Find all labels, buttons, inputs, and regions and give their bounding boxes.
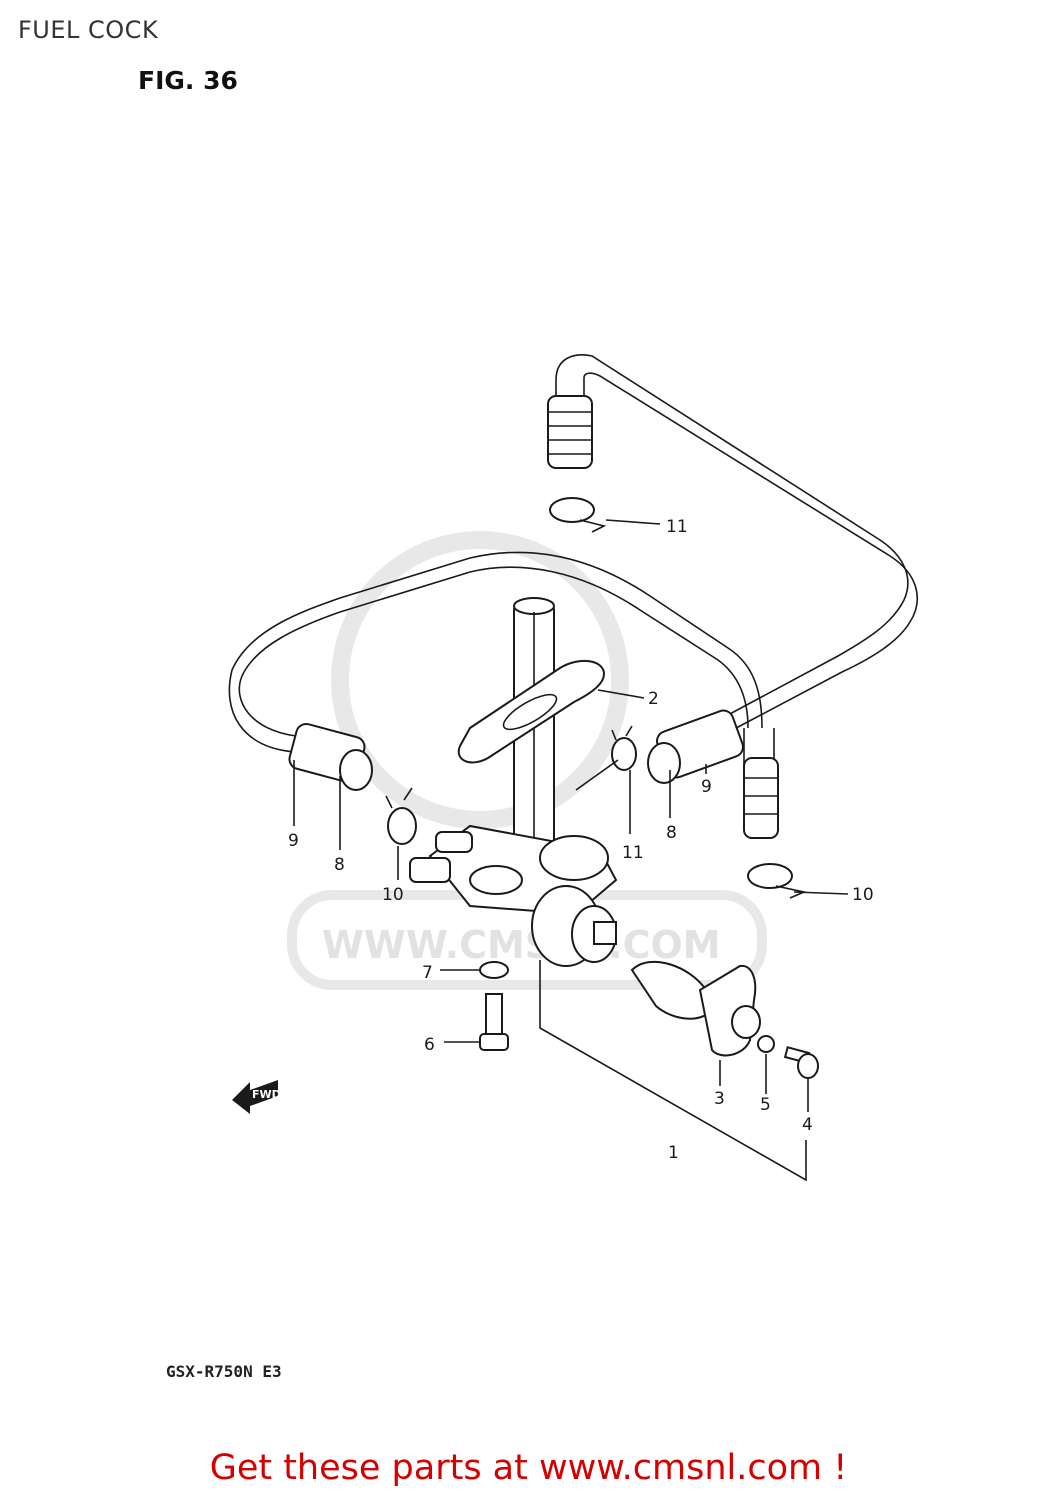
- callout-5: 5: [760, 1095, 771, 1115]
- hose-fitting-right: [647, 709, 744, 784]
- fuel-strainer: [513, 597, 555, 875]
- forward-arrow: FWD: [232, 1080, 281, 1114]
- gasket: [457, 659, 606, 764]
- lever-screw: [783, 1046, 819, 1079]
- page-title: FUEL COCK: [18, 16, 159, 44]
- hose-left: [228, 551, 763, 753]
- callout-2: 2: [648, 689, 659, 709]
- callout-7: 7: [422, 963, 433, 983]
- callout-1: 1: [668, 1143, 679, 1163]
- callout-3: 3: [714, 1089, 725, 1109]
- leader-lines: [293, 519, 849, 1182]
- callout-10-left: 10: [382, 885, 404, 905]
- hose-clip-mid: [611, 725, 637, 771]
- callout-8-right: 8: [666, 823, 677, 843]
- model-code: GSX-R750N E3: [166, 1362, 282, 1381]
- valve-lever: [630, 960, 761, 1057]
- hose-clip-right: [747, 863, 807, 899]
- bolt: [479, 993, 509, 1051]
- callout-8-left: 8: [334, 855, 345, 875]
- hose-fitting-top: [547, 395, 593, 469]
- lever-washer: [757, 1035, 775, 1053]
- exploded-parts-diagram: WWW.CMSNL.COM: [228, 354, 918, 1182]
- callout-11-top: 11: [666, 517, 688, 537]
- figure-label: FIG. 36: [138, 66, 238, 95]
- callout-4: 4: [802, 1115, 813, 1135]
- valve-lever-housing: [531, 885, 617, 967]
- callout-9-left: 9: [288, 831, 299, 851]
- callout-11-mid: 11: [622, 843, 644, 863]
- watermark: WWW.CMSNL.COM: [287, 531, 767, 990]
- callout-9-right: 9: [701, 777, 712, 797]
- watermark-text: WWW.CMSNL.COM: [322, 923, 721, 967]
- hose-fitting-lower-right: [743, 757, 779, 839]
- callout-10-right: 10: [852, 885, 874, 905]
- washer: [479, 961, 509, 979]
- hose-clip-top: [549, 497, 607, 533]
- forward-arrow-label: FWD: [252, 1088, 281, 1101]
- callout-6: 6: [424, 1035, 435, 1055]
- cta-link[interactable]: Get these parts at www.cmsnl.com !: [209, 1448, 848, 1488]
- hose-clip-left: [385, 787, 417, 845]
- hose-fitting-left: [288, 722, 373, 791]
